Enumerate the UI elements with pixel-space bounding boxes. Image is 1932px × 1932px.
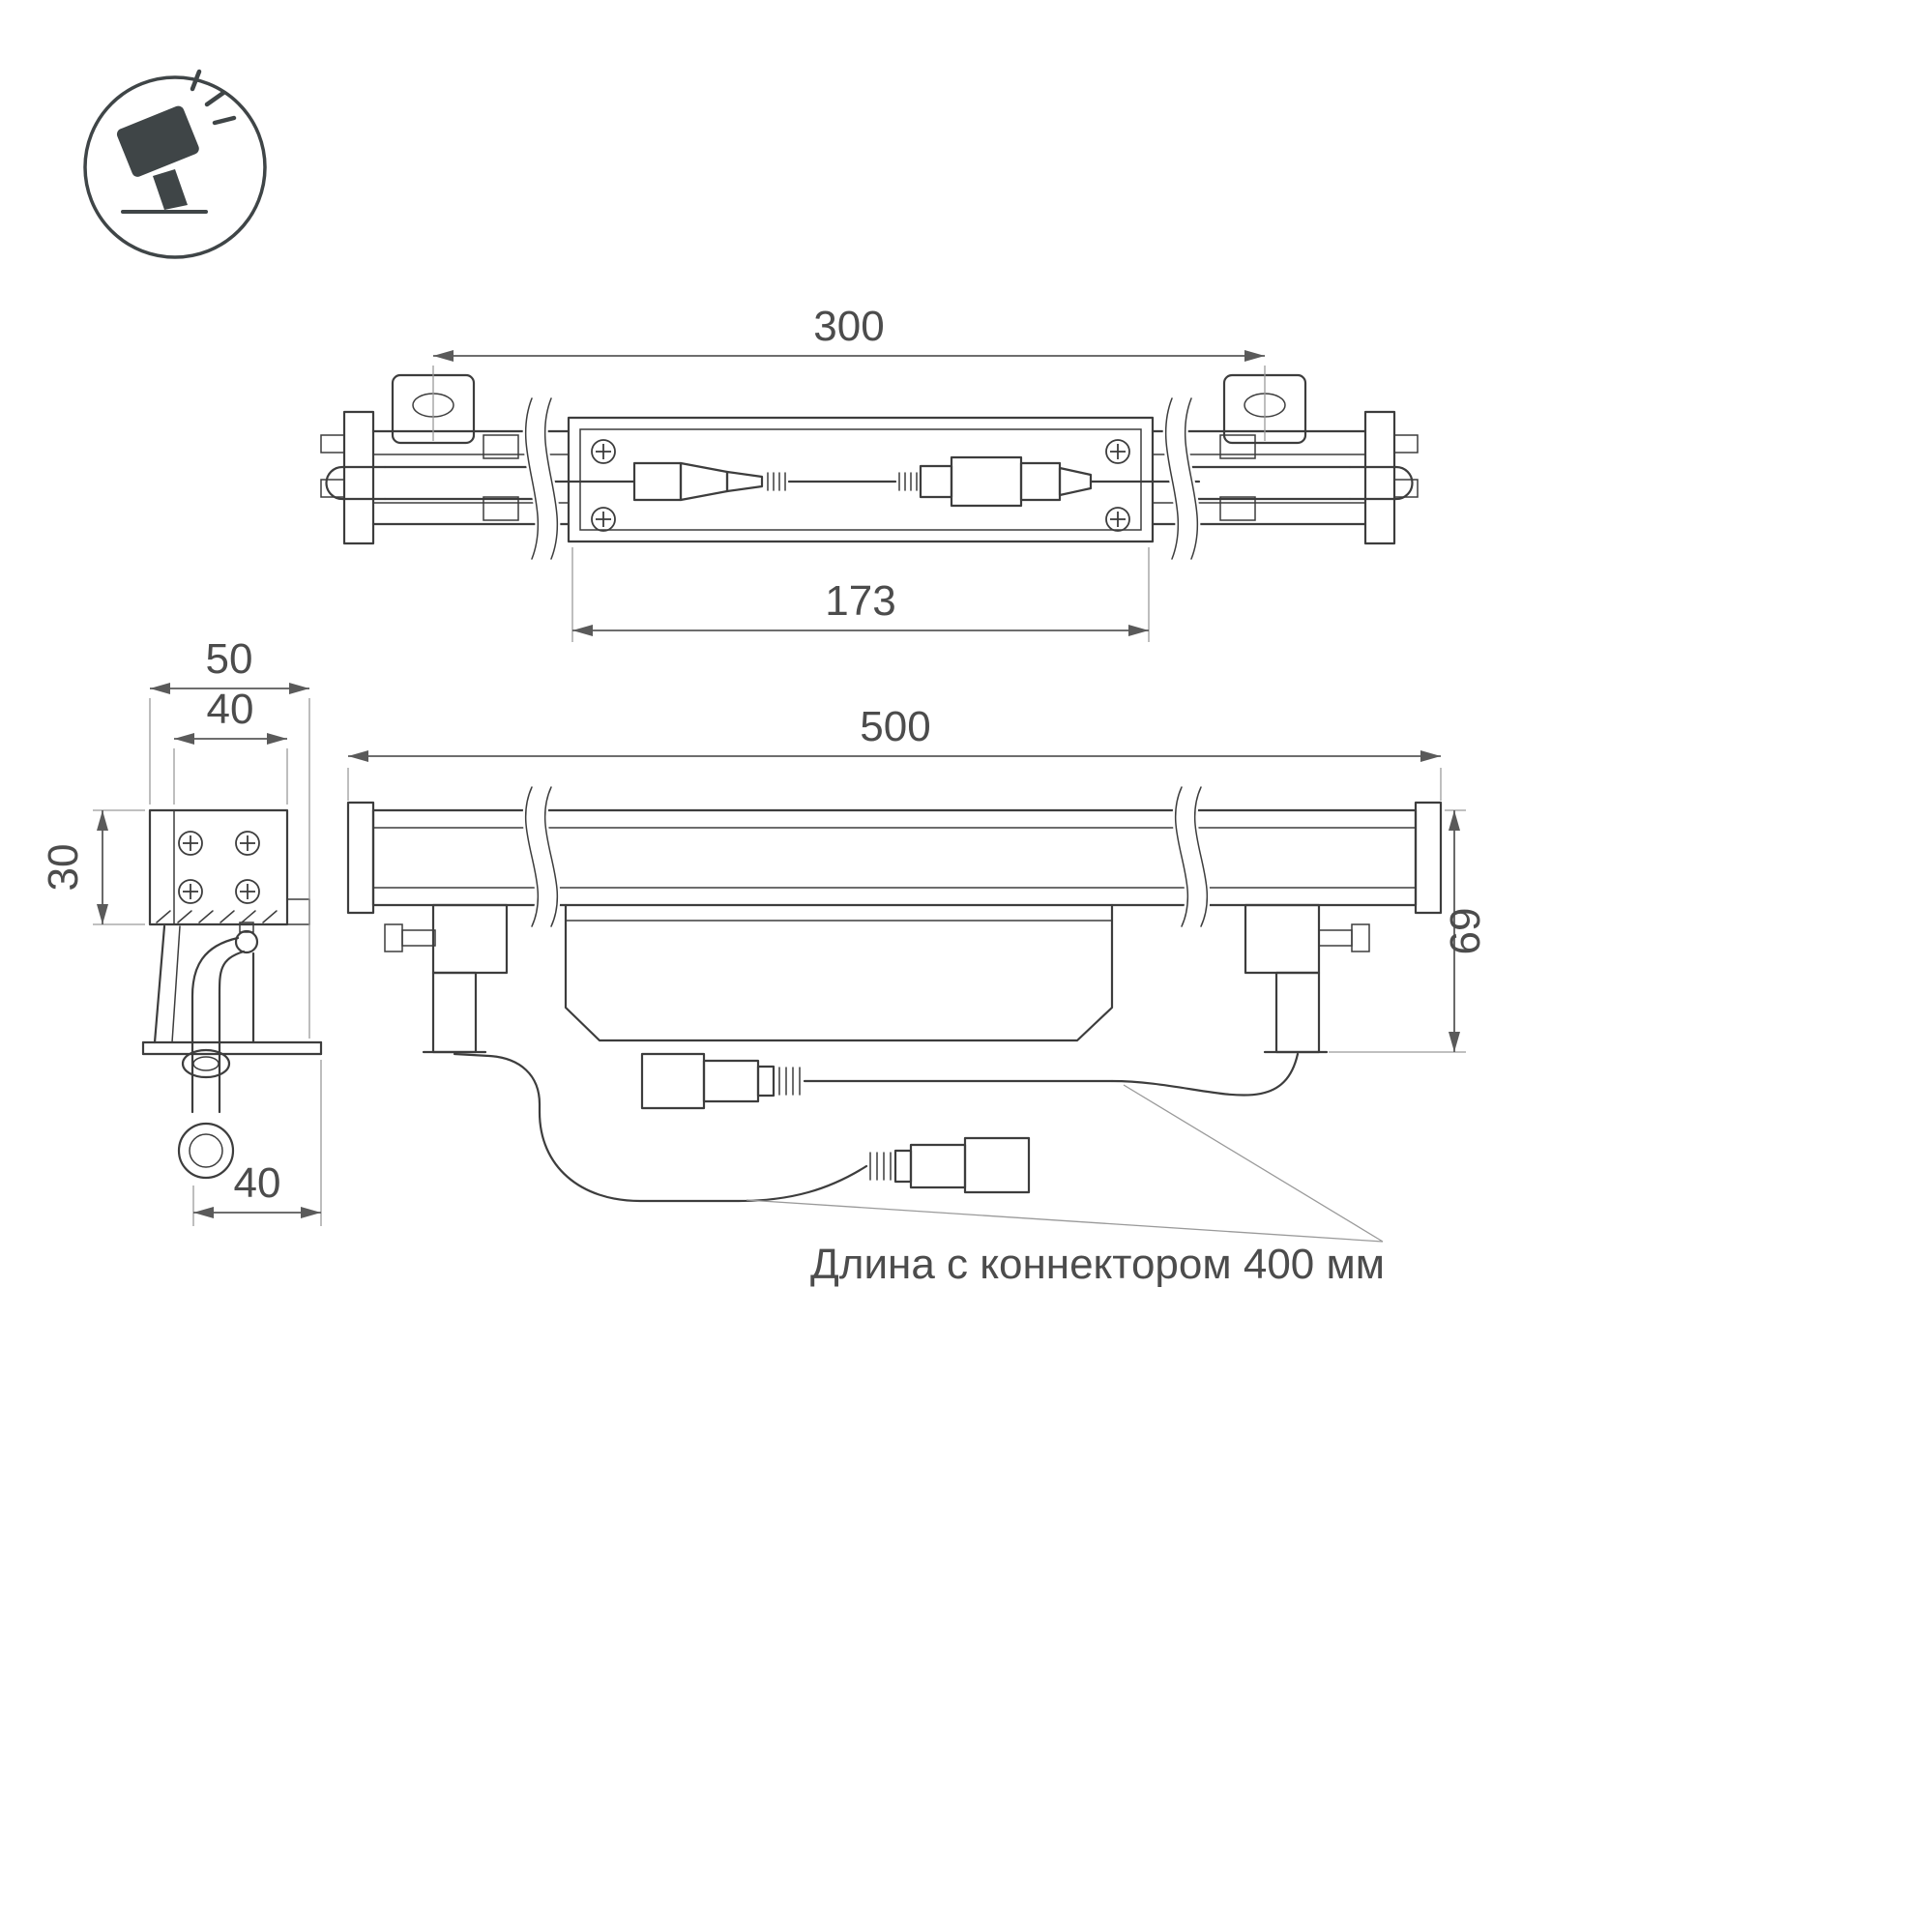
top-view-body-panel-inner xyxy=(579,428,1142,531)
dimension-30-label: 30 xyxy=(40,844,87,892)
bottom-connector xyxy=(869,1136,1031,1194)
floodlight-head xyxy=(116,105,199,177)
front-view-bar xyxy=(346,801,1443,915)
light-ray-icon xyxy=(190,69,202,92)
break-lines-top-view xyxy=(522,394,1201,564)
product-category-badge xyxy=(83,69,267,259)
break-lines-front-view xyxy=(522,781,1211,932)
connector-length-note: Длина с коннектором 400 мм xyxy=(810,1241,1385,1288)
dimension-40-top: 40 xyxy=(173,686,288,805)
floodlight-icon xyxy=(116,69,237,214)
side-view-cable xyxy=(181,936,246,1114)
front-bracket-left xyxy=(384,903,509,1054)
end-connector xyxy=(177,1122,235,1180)
side-view-bracket xyxy=(141,922,323,1056)
dimension-50-label: 50 xyxy=(206,635,253,683)
screw-icon xyxy=(591,507,616,532)
top-endcap-right xyxy=(1363,410,1396,545)
screw-icon xyxy=(178,879,203,904)
badge-circle xyxy=(83,75,267,259)
light-ray-icon xyxy=(204,90,226,107)
dimension-40-top-label: 40 xyxy=(207,686,254,733)
dimension-40-bottom-label: 40 xyxy=(234,1159,281,1207)
dimension-173-label: 173 xyxy=(825,577,895,625)
top-view: 300 173 xyxy=(320,303,1419,642)
nut-icon xyxy=(320,434,345,454)
dimension-69-label: 69 xyxy=(1442,908,1489,955)
side-view-screws xyxy=(178,831,260,904)
top-endcap-left xyxy=(342,410,375,545)
mid-connector xyxy=(640,1052,801,1110)
dimension-173: 173 xyxy=(571,547,1150,642)
top-view-body-panel xyxy=(567,416,1155,543)
front-view-cables xyxy=(453,1052,1300,1203)
female-connector xyxy=(898,455,1093,508)
dimension-40-bottom: 40 xyxy=(192,1060,322,1226)
screw-icon xyxy=(1105,439,1130,464)
dimension-300-label: 300 xyxy=(813,303,884,350)
dimension-30: 30 xyxy=(40,809,145,925)
top-view-cable xyxy=(325,465,1414,501)
nut-icon xyxy=(1393,434,1419,454)
dimension-69: 69 xyxy=(1329,809,1489,1053)
front-view: 500 69 xyxy=(346,703,1489,1243)
dimension-500: 500 xyxy=(347,703,1442,801)
top-view-rails xyxy=(371,429,1367,526)
side-view-body xyxy=(148,808,310,926)
top-view-screws xyxy=(591,439,1130,532)
male-connector xyxy=(632,461,786,502)
side-view: 50 40 30 40 xyxy=(40,635,323,1226)
screw-icon xyxy=(591,439,616,464)
screw-icon xyxy=(1105,507,1130,532)
front-bracket-right xyxy=(1244,903,1370,1054)
screw-icon xyxy=(235,831,260,856)
dimension-50: 50 xyxy=(149,635,310,1039)
screw-icon xyxy=(235,879,260,904)
dimension-500-label: 500 xyxy=(860,703,930,750)
leader-lines xyxy=(746,1084,1384,1243)
dimension-300: 300 xyxy=(432,303,1266,441)
screw-icon xyxy=(178,831,203,856)
floodlight-stand xyxy=(153,169,188,210)
light-ray-icon xyxy=(212,115,237,126)
driver-box xyxy=(564,903,1114,1042)
